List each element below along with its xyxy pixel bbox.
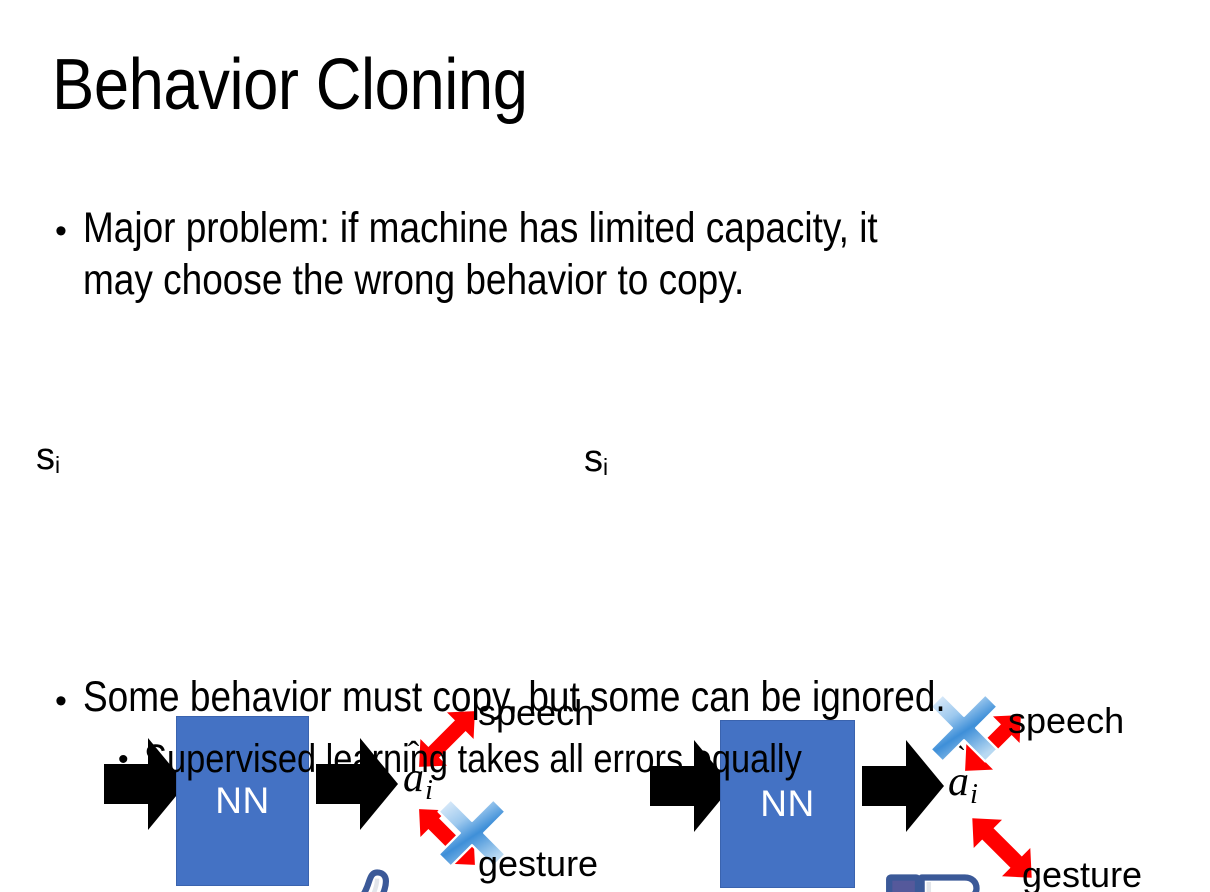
- cross-mark-icon-gesture-left: [437, 798, 507, 868]
- double-arrow-speech-left: [419, 711, 475, 767]
- bullet-marker-icon: •: [118, 743, 129, 776]
- bullet-major-problem-text: Major problem: if machine has limited ca…: [82, 204, 878, 305]
- page-title: Behavior Cloning: [52, 45, 528, 125]
- bullet-some-behavior-text: Some behavior must copy, but some can be…: [82, 673, 946, 721]
- arrow-right-block-icon-left-out: [316, 738, 398, 830]
- input-state-label-left: si: [36, 436, 60, 479]
- double-arrow-gesture-right: [972, 818, 1032, 878]
- arrow-right-block-icon-right-out: [862, 740, 944, 832]
- nn-box-right: NN: [720, 720, 855, 888]
- diagram-limited-capacity-wrong: si NN Actor ̂ai: [560, 348, 1165, 892]
- output-action-subscript: i: [970, 778, 978, 810]
- output-action-label-left: ̂ai: [403, 754, 433, 807]
- arrow-right-block-icon-left-in: [104, 738, 186, 830]
- thumbs-up-icon-left: [361, 869, 390, 892]
- thumbs-down-icon-right: [886, 874, 980, 892]
- diagram-limited-capacity-correct: si NN Actor ̂ai: [0, 340, 605, 892]
- nn-box-label: NN: [760, 783, 815, 824]
- arrow-right-block-icon-right-in: [650, 740, 732, 832]
- bullet-marker-icon: •: [55, 682, 67, 720]
- output-action-subscript: i: [425, 774, 433, 806]
- output-action-label-right: ̂ai: [948, 758, 978, 811]
- bullet-marker-icon: •: [55, 212, 67, 250]
- double-arrow-speech-right: [965, 715, 1021, 771]
- branch-label-gesture-left: gesture: [478, 843, 599, 884]
- bullet-major-problem: • Major problem: if machine has limited …: [55, 202, 1007, 307]
- nn-box-label: NN: [215, 780, 270, 821]
- input-state-subscript: i: [603, 454, 609, 481]
- branch-label-speech-left: speech: [478, 692, 595, 733]
- bullet-some-behavior: • Some behavior must copy, but some can …: [55, 672, 1086, 724]
- cross-mark-icon-speech-right: [929, 693, 999, 763]
- nn-box-left: NN: [176, 716, 309, 886]
- input-state-subscript: i: [55, 452, 61, 479]
- input-state-symbol: s: [36, 436, 55, 478]
- input-state-label-right: si: [584, 438, 608, 481]
- bullet-supervised-learning-text: Supervised learning takes all errors equ…: [143, 737, 802, 781]
- branch-label-gesture-right: gesture: [1022, 854, 1143, 892]
- input-state-symbol: s: [584, 438, 603, 480]
- output-action-symbol: a: [403, 755, 424, 801]
- bullet-supervised-learning: • Supervised learning takes all errors e…: [118, 735, 908, 783]
- branch-label-speech-right: speech: [1008, 700, 1125, 741]
- output-action-symbol: a: [948, 759, 969, 805]
